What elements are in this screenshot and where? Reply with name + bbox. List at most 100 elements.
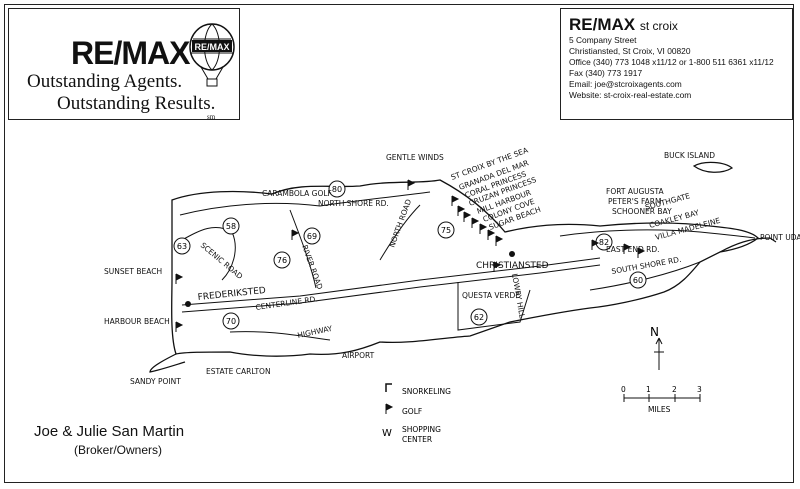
east-end-tip [719, 237, 777, 253]
label-north-road: NORTH ROAD [387, 198, 413, 249]
legend-center: CENTER [402, 435, 432, 444]
snorkel-icon [385, 383, 392, 392]
flag-icon [493, 261, 502, 272]
label-sunset-beach: SUNSET BEACH [104, 267, 162, 276]
label-schooner-bay: SCHOONER BAY [612, 207, 672, 216]
route-62: 62 [474, 313, 484, 322]
office-city: Christiansted, St Croix, VI 00820 [569, 46, 691, 56]
flag-icon [479, 223, 488, 234]
service-mark: sm [207, 113, 216, 121]
label-fort-augusta: FORT AUGUSTA [606, 187, 665, 196]
river-road [289, 209, 317, 289]
scale-tick-0: 0 [621, 385, 626, 394]
route-58: 58 [226, 222, 236, 231]
christiansted-dot [509, 251, 515, 257]
centerline-road [181, 257, 601, 306]
route-markers: 80 63 58 76 69 75 70 62 82 60 [173, 180, 647, 330]
flag-icon [487, 229, 496, 240]
golf-flag-icon [385, 403, 394, 414]
north-road [379, 204, 421, 261]
label-sandy-point: SANDY POINT [130, 377, 181, 386]
questa-verde-road [457, 282, 531, 331]
flag-icon [637, 247, 646, 258]
route-69: 69 [307, 232, 317, 241]
office-location: st croix [639, 19, 678, 33]
shopping-icon: W [382, 428, 392, 439]
route-70: 70 [226, 317, 236, 326]
label-gentle-winds: GENTLE WINDS [386, 153, 444, 162]
label-east-end-road: EAST END RD. [606, 245, 659, 254]
balloon-label: RE/MAX [194, 42, 229, 52]
buck-island [692, 161, 734, 173]
island-outline [171, 179, 759, 357]
hotel-flags [175, 179, 646, 332]
flag-icon [175, 321, 184, 332]
label-airport: AIRPORT [342, 351, 375, 360]
flag-icon [457, 205, 466, 216]
frederiksted-dot [185, 301, 191, 307]
office-title: RE/MAX st croix [569, 15, 784, 35]
route-82: 82 [599, 238, 609, 247]
label-point-udal: POINT UDAL [760, 233, 800, 242]
label-buck-island: BUCK ISLAND [664, 151, 715, 160]
flag-icon [407, 179, 416, 190]
north-arrow-icon [654, 337, 664, 370]
flag-icon [451, 195, 460, 206]
label-estate-carlton: ESTATE CARLTON [206, 367, 271, 376]
office-website[interactable]: Website: st-croix-real-estate.com [569, 90, 692, 100]
route-76: 76 [277, 256, 287, 265]
centerline-road-2 [181, 264, 601, 313]
route-75: 75 [441, 226, 451, 235]
label-north-shore-road: NORTH SHORE RD. [318, 199, 389, 208]
remax-logo-text: RE/MAX [71, 35, 190, 71]
label-harbour-beach: HARBOUR BEACH [104, 317, 170, 326]
label-scenic-road: SCENIC ROAD [199, 241, 245, 282]
southwest-tip [149, 353, 186, 373]
compass-north: N [650, 325, 659, 339]
legend-snorkeling: SNORKELING [402, 387, 451, 396]
flag-icon [291, 229, 300, 240]
flag-icon [623, 243, 632, 254]
flag-icon [471, 217, 480, 228]
flag-icon [495, 235, 504, 246]
office-name: RE/MAX [569, 15, 636, 34]
label-peters-farm: PETER'S FARM [608, 197, 661, 206]
compass: N [650, 325, 664, 370]
legend-shopping: SHOPPING [402, 425, 441, 434]
scale-unit: MILES [648, 405, 671, 414]
flag-icon [175, 273, 184, 284]
south-shore-road [589, 261, 701, 291]
scale-tick-2: 2 [672, 385, 677, 394]
label-christiansted: CHRISTIANSTED [476, 261, 549, 271]
hot-air-balloon-icon: RE/MAX [189, 23, 235, 87]
north-shore-road [179, 191, 431, 216]
route-60: 60 [633, 276, 643, 285]
flag-icon [591, 239, 600, 250]
office-phone: Office (340) 773 1048 x11/12 or 1-800 51… [569, 57, 774, 67]
office-fax: Fax (340) 773 1917 [569, 68, 643, 78]
office-email[interactable]: Email: joe@stcroixagents.com [569, 79, 682, 89]
tagline-agents: Outstanding Agents. [27, 71, 183, 92]
owners-names: Joe & Julie San Martin [34, 423, 185, 440]
route-63: 63 [177, 242, 187, 251]
flag-icon [463, 211, 472, 222]
office-info-box: RE/MAX st croix 5 Company Street Christi… [560, 8, 793, 120]
label-frederiksted: FREDERIKSTED [197, 286, 266, 303]
east-end-road [559, 229, 756, 239]
remax-logo-box: RE/MAX RE/MAX Outstanding Agents. Outsta… [8, 8, 240, 121]
highway [229, 331, 331, 341]
label-carambola-golf: CARAMBOLA GOLF [262, 189, 332, 198]
label-river-road: RIVER ROAD [300, 244, 325, 291]
label-south-shore-road: SOUTH SHORE RD. [611, 255, 682, 276]
scale-tick-3: 3 [697, 385, 702, 394]
tagline-results: Outstanding Results. [57, 93, 216, 114]
map-legend: SNORKELING GOLF W SHOPPING CENTER [382, 383, 451, 444]
office-street: 5 Company Street [569, 35, 637, 45]
scale-tick-1: 1 [646, 385, 651, 394]
legend-golf: GOLF [402, 407, 422, 416]
page-frame [4, 4, 794, 483]
route-80: 80 [332, 185, 342, 194]
owners-role: (Broker/Owners) [74, 443, 163, 457]
scale-bar: 0 1 2 3 MILES [621, 385, 702, 414]
